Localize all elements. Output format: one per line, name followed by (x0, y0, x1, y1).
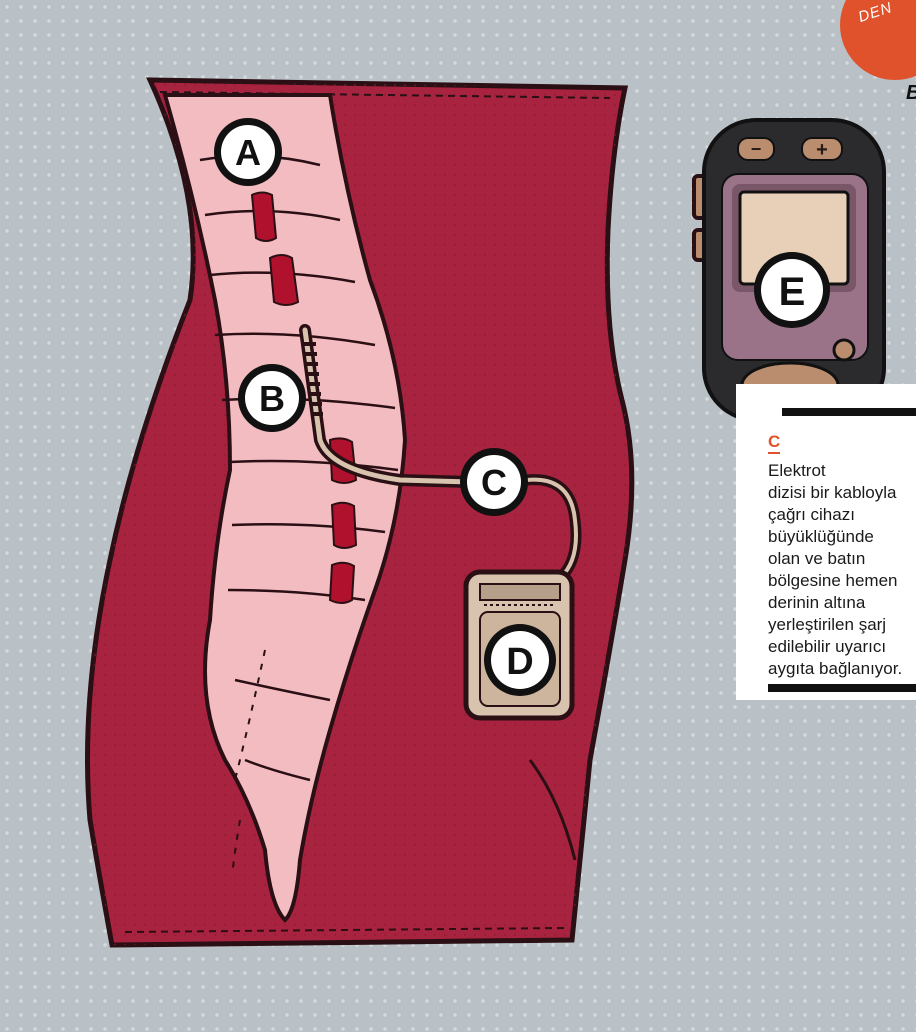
label-e-text: E (779, 270, 806, 314)
callout-text: Elektrot dizisi bir kabloyla çağrı cihaz… (768, 460, 916, 680)
callout-letter: C (768, 432, 780, 454)
callout-box: C Elektrot dizisi bir kabloyla çağrı cih… (736, 384, 916, 700)
callout-bottom-rule (768, 684, 916, 692)
label-a: A (214, 118, 282, 186)
label-d: D (484, 624, 556, 696)
label-d-text: D (506, 641, 533, 683)
label-c: C (460, 448, 528, 516)
plus-label: + (816, 139, 828, 161)
label-c-text: C (481, 462, 507, 503)
label-b: B (238, 364, 306, 432)
label-a-text: A (235, 132, 261, 173)
callout-top-rule (782, 408, 916, 416)
label-b-text: B (259, 378, 285, 419)
label-e: E (754, 252, 830, 328)
minus-label: − (751, 139, 762, 159)
